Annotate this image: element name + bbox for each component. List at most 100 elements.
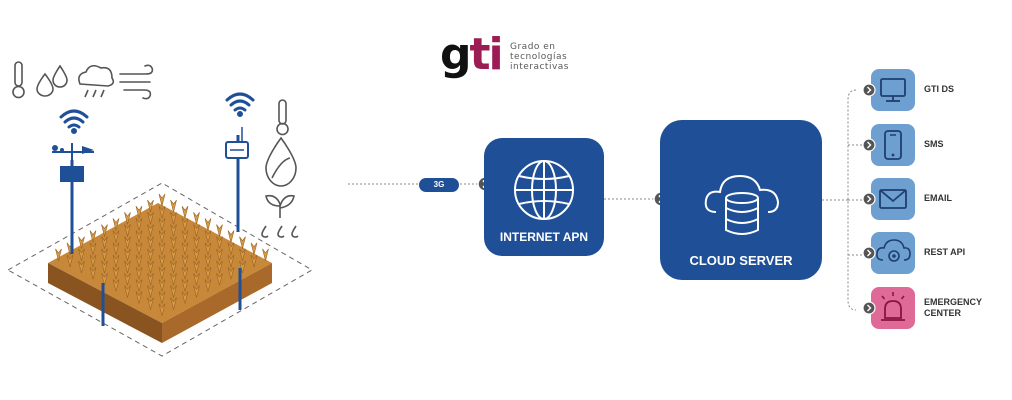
crop-plant — [193, 212, 200, 225]
crop-plant — [158, 193, 166, 207]
crop-plant — [147, 248, 154, 261]
crop-plant — [204, 218, 212, 231]
crop-plant — [101, 236, 108, 249]
crop-plant — [227, 254, 235, 268]
crop-plant — [193, 273, 200, 286]
crop-plant — [89, 254, 97, 268]
soil-right-face — [162, 263, 272, 343]
crop-plant — [124, 248, 131, 261]
sensor-node-icon — [225, 127, 249, 159]
crop-plant — [158, 303, 166, 316]
crop-plant — [135, 267, 143, 280]
wind-icon — [119, 64, 154, 100]
crop-plant — [112, 242, 120, 255]
crop-plant — [181, 254, 189, 268]
crop-plant — [170, 236, 177, 249]
crop-plant — [250, 254, 258, 268]
crop-plant — [135, 218, 143, 231]
sprout-icon — [261, 194, 299, 238]
cloud-server-node: CLOUD SERVER — [660, 120, 822, 280]
crop-plant — [147, 297, 154, 310]
crop-plant — [170, 224, 177, 237]
logo-line-3: interactivas — [510, 62, 569, 72]
output-tile — [871, 178, 915, 220]
drops-icon — [36, 64, 68, 97]
crop-plant — [193, 285, 200, 298]
crop-plant — [135, 206, 143, 219]
crop-plant — [158, 254, 166, 268]
internet-apn-label: INTERNET APN — [499, 230, 589, 244]
logo-subtitle: Grado en tecnologías interactivas — [510, 42, 569, 72]
crop-plant — [89, 230, 97, 243]
crop-plant — [239, 248, 246, 261]
crop-plant — [216, 260, 223, 274]
crop-plant — [147, 224, 154, 237]
crop-plant — [158, 291, 166, 304]
crop-plant — [170, 199, 177, 213]
output-label: EMAIL — [924, 193, 952, 203]
crop-plant — [78, 260, 85, 274]
crop-plant — [204, 279, 212, 292]
crop-plant — [147, 199, 154, 213]
logo-g: g — [440, 29, 471, 80]
arrow-right-icon — [862, 192, 876, 206]
crop-plant — [181, 279, 189, 292]
arrow-right-icon — [862, 301, 876, 315]
weather-station-icon — [52, 143, 94, 182]
crop-plant — [101, 224, 108, 237]
logo-line-1: Grado en — [510, 42, 556, 52]
logo-line-2: tecnologías — [510, 52, 568, 62]
crop-plant — [147, 260, 154, 274]
crop-plant — [124, 285, 131, 298]
crop-plant — [181, 291, 189, 304]
crop-plant — [193, 260, 200, 274]
crop-plant — [216, 248, 223, 261]
crop-plant — [147, 236, 154, 249]
crop-plant — [239, 236, 246, 249]
crop-plant — [181, 230, 189, 243]
monitor-icon — [871, 69, 915, 116]
gti-logo: gti Grado en tecnologías interactivas — [440, 30, 600, 84]
crop-plant — [239, 260, 246, 274]
output-label: SMS — [924, 139, 944, 149]
crop-plant — [170, 248, 177, 261]
badge-3g: 3G — [419, 178, 459, 192]
crop-plant — [170, 297, 177, 310]
leaf-drop-icon — [265, 136, 297, 187]
crop-plant — [112, 254, 120, 268]
crop-plant — [89, 267, 97, 280]
crop-plant — [227, 267, 235, 280]
crop-plant — [193, 236, 200, 249]
crop-plant — [158, 230, 166, 243]
output-label-line: CENTER — [924, 308, 962, 318]
rain-cloud-icon — [78, 64, 115, 98]
crop-plant — [135, 291, 143, 304]
crop-plant — [101, 248, 108, 261]
phone-icon — [871, 124, 915, 171]
arrow-right-icon — [862, 138, 876, 152]
crop-plant — [147, 285, 154, 298]
crop-plant — [124, 224, 131, 237]
crop-plant — [78, 248, 85, 261]
field-illustration — [6, 61, 314, 357]
crop-plant — [181, 206, 189, 219]
cloud-database-icon — [704, 174, 780, 235]
crop-plant — [135, 242, 143, 255]
field-boundary — [6, 182, 314, 357]
crop-plant — [181, 267, 189, 280]
soil-left-face — [48, 263, 162, 343]
globe-icon — [514, 160, 574, 220]
crop-plant — [78, 236, 85, 249]
crop-plant — [124, 236, 131, 249]
thermometer-icon — [276, 99, 289, 136]
crop-plant — [101, 273, 108, 286]
crop-plant — [124, 260, 131, 274]
crop-plant — [204, 230, 212, 243]
crop-plant — [204, 267, 212, 280]
crop-plant — [181, 242, 189, 255]
output-bus — [847, 89, 857, 311]
crop-plant — [227, 230, 235, 243]
crop-plant — [124, 273, 131, 286]
